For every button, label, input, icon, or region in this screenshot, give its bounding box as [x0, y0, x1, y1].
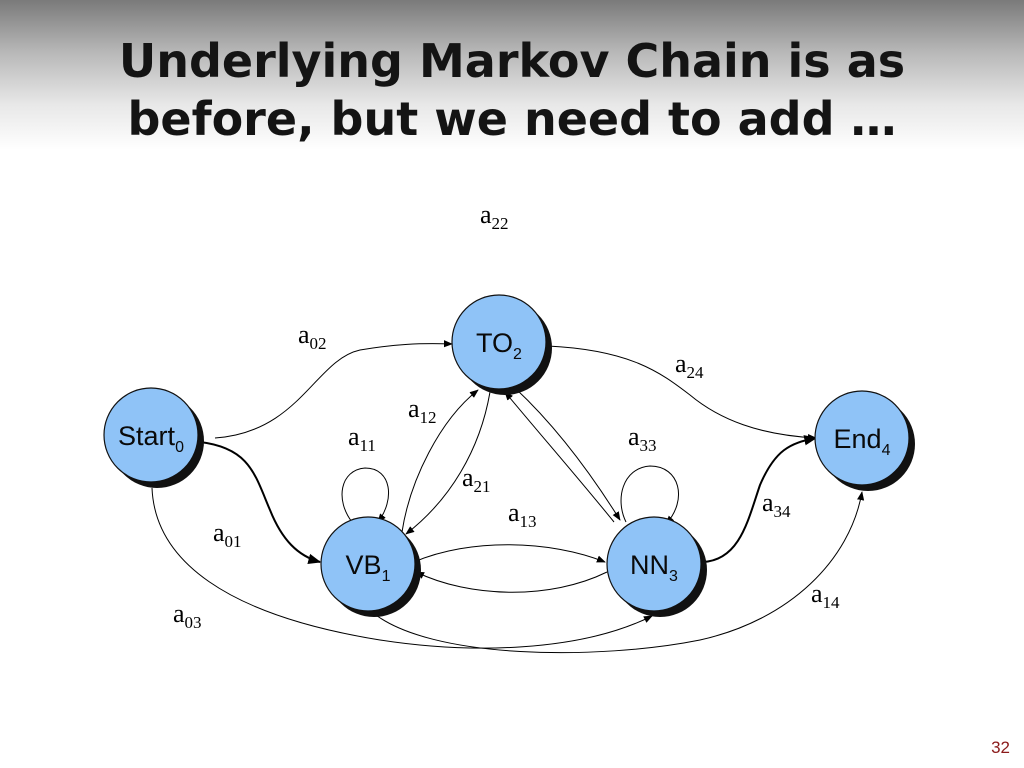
edge-a23: [514, 387, 621, 521]
edge-label-a13: a13: [508, 498, 537, 531]
node-to-sub: 2: [513, 346, 522, 363]
nodes: Start0 TO2 VB1 NN3 End4: [103, 294, 915, 617]
node-to-label: TO: [476, 328, 513, 358]
svg-text:Start0: Start0: [118, 421, 184, 456]
edge-a34: [702, 435, 818, 563]
node-nn-sub: 3: [669, 568, 678, 585]
slide-title: Underlying Markov Chain is as before, bu…: [0, 32, 1024, 148]
edge-label-a02: a02: [298, 320, 327, 353]
edge-a13: [413, 544, 606, 563]
edge-a33: [620, 465, 680, 525]
edge-a03: [151, 487, 653, 649]
edge-label-a11: a11: [348, 422, 376, 455]
edge-a14: [371, 491, 865, 654]
node-start-sub: 0: [175, 439, 184, 456]
edge-a31: [415, 571, 608, 593]
node-to: TO2: [451, 294, 552, 395]
svg-text:End4: End4: [834, 424, 891, 459]
node-start-label: Start: [118, 421, 176, 451]
edge-a12: [401, 389, 479, 533]
edge-a32: [504, 391, 615, 523]
svg-text:VB1: VB1: [346, 550, 391, 585]
edge-label-a21: a21: [462, 463, 491, 496]
title-band: [0, 0, 1024, 150]
edge-label-a34: a34: [762, 488, 791, 521]
edge-label-a33: a33: [628, 422, 657, 455]
node-nn: NN3: [606, 516, 707, 617]
edge-labels: a22 a02 a24 a12 a11 a33 a21 a13 a34 a01 …: [173, 200, 840, 632]
node-end: End4: [814, 390, 915, 491]
node-vb: VB1: [320, 516, 421, 617]
node-start: Start0: [103, 387, 204, 488]
edges: [151, 340, 865, 654]
edge-a11: [341, 467, 390, 523]
edge-label-a22: a22: [480, 200, 509, 233]
edge-label-a14: a14: [811, 579, 840, 612]
slide-title-line-2: before, but we need to add …: [127, 92, 897, 146]
node-end-label: End: [834, 424, 882, 454]
svg-text:TO2: TO2: [476, 328, 522, 363]
edge-label-a24: a24: [675, 349, 704, 382]
page-number: 32: [991, 738, 1010, 757]
svg-text:NN3: NN3: [630, 550, 678, 585]
edge-a01: [199, 441, 322, 564]
edge-label-a01: a01: [213, 518, 242, 551]
edge-a24: [547, 345, 817, 442]
node-nn-label: NN: [630, 550, 669, 580]
edge-a02: [214, 340, 453, 439]
edge-a21: [405, 391, 491, 535]
edge-label-a12: a12: [408, 394, 437, 427]
edge-label-a03: a03: [173, 599, 202, 632]
slide-title-line-1: Underlying Markov Chain is as: [118, 34, 906, 88]
node-vb-sub: 1: [382, 568, 391, 585]
node-end-sub: 4: [882, 442, 891, 459]
node-vb-label: VB: [346, 550, 382, 580]
